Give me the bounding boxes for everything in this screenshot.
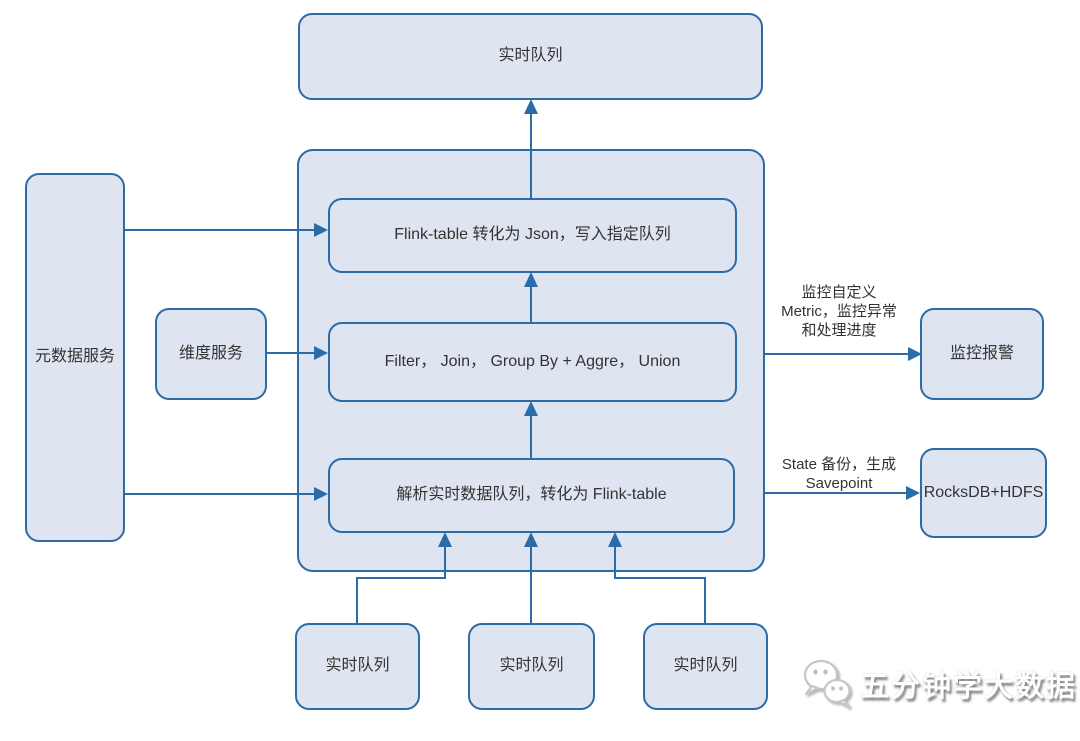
node-source-queue-middle: 实时队列 bbox=[468, 623, 595, 710]
edge-label-monitoring-line2: Metric，监控异常 bbox=[781, 303, 897, 320]
watermark-text: 五分钟学大数据 bbox=[860, 671, 1078, 703]
node-parse-step-label: 解析实时数据队列，转化为 Flink-table bbox=[396, 486, 667, 504]
edge-label-monitoring-line3: 和处理进度 bbox=[801, 322, 877, 339]
node-output-queue: 实时队列 bbox=[298, 13, 763, 100]
edge-label-monitoring-line1: 监控自定义 bbox=[801, 284, 877, 301]
node-source-queue-middle-label: 实时队列 bbox=[499, 657, 564, 675]
watermark: 五分钟学大数据 bbox=[800, 658, 1077, 710]
node-source-queue-left-label: 实时队列 bbox=[325, 657, 390, 675]
node-sink-step: Flink-table 转化为 Json，写入指定队列 bbox=[328, 198, 737, 273]
node-metadata-service: 元数据服务 bbox=[25, 173, 125, 542]
node-dimension-service-label: 维度服务 bbox=[178, 344, 243, 362]
node-parse-step: 解析实时数据队列，转化为 Flink-table bbox=[328, 458, 735, 533]
node-state-store: RocksDB+HDFS bbox=[920, 448, 1047, 538]
edge-label-state-backup: State 备份，生成 Savepoint bbox=[768, 455, 910, 493]
node-compute-step-label: Filter， Join， Group By + Aggre， Union bbox=[384, 352, 681, 370]
node-compute-step: Filter， Join， Group By + Aggre， Union bbox=[328, 322, 737, 402]
node-metadata-service-label: 元数据服务 bbox=[34, 348, 115, 366]
node-output-queue-label: 实时队列 bbox=[498, 47, 563, 65]
node-source-queue-right-label: 实时队列 bbox=[673, 657, 738, 675]
node-monitor-alarm: 监控报警 bbox=[920, 308, 1044, 400]
node-state-store-label: RocksDB+HDFS bbox=[923, 483, 1044, 501]
node-source-queue-left: 实时队列 bbox=[295, 623, 420, 710]
node-monitor-alarm-label: 监控报警 bbox=[949, 344, 1014, 362]
node-source-queue-right: 实时队列 bbox=[643, 623, 768, 710]
node-dimension-service: 维度服务 bbox=[155, 308, 267, 400]
edge-label-monitoring: 监控自定义 Metric，监控异常 和处理进度 bbox=[768, 283, 910, 340]
wechat-chat-bubbles-icon bbox=[803, 659, 851, 709]
node-sink-step-label: Flink-table 转化为 Json，写入指定队列 bbox=[394, 226, 671, 244]
edge-label-state-backup-line2: Savepoint bbox=[805, 475, 873, 492]
edge-label-state-backup-line1: State 备份，生成 bbox=[781, 456, 897, 473]
